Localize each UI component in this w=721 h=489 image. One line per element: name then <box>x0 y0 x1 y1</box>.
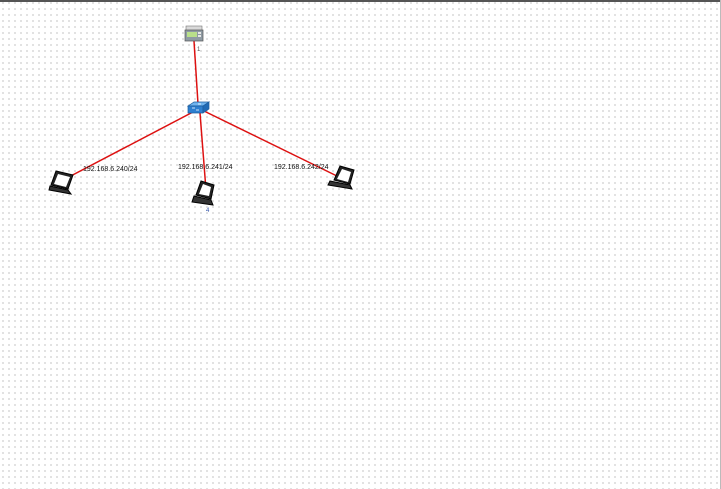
link-switch-pc-left[interactable] <box>64 111 194 180</box>
laptop-node-middle[interactable] <box>190 180 222 208</box>
laptop-icon <box>191 180 215 206</box>
link-switch-pc-middle[interactable] <box>199 112 207 191</box>
link-switch-pc-right[interactable] <box>203 110 342 179</box>
laptop-icon <box>327 165 355 190</box>
switch-node[interactable] <box>187 100 210 115</box>
laptop-node-left[interactable] <box>47 169 79 197</box>
ip-label-pc-left: 192.168.6.240/24 <box>83 166 138 173</box>
router-node[interactable] <box>183 24 205 44</box>
link-router-switch[interactable] <box>193 40 199 105</box>
router-number-label: 1 <box>197 47 201 53</box>
laptop-icon <box>48 170 74 195</box>
ip-label-pc-right: 192.168.6.242/24 <box>274 164 329 171</box>
top-border <box>0 0 721 2</box>
switch-icon <box>187 101 210 114</box>
pc-middle-number-label: 4 <box>206 208 210 214</box>
ip-label-pc-middle: 192.168.6.241/24 <box>178 164 233 171</box>
router-icon <box>184 25 204 42</box>
laptop-node-right[interactable] <box>326 164 358 192</box>
